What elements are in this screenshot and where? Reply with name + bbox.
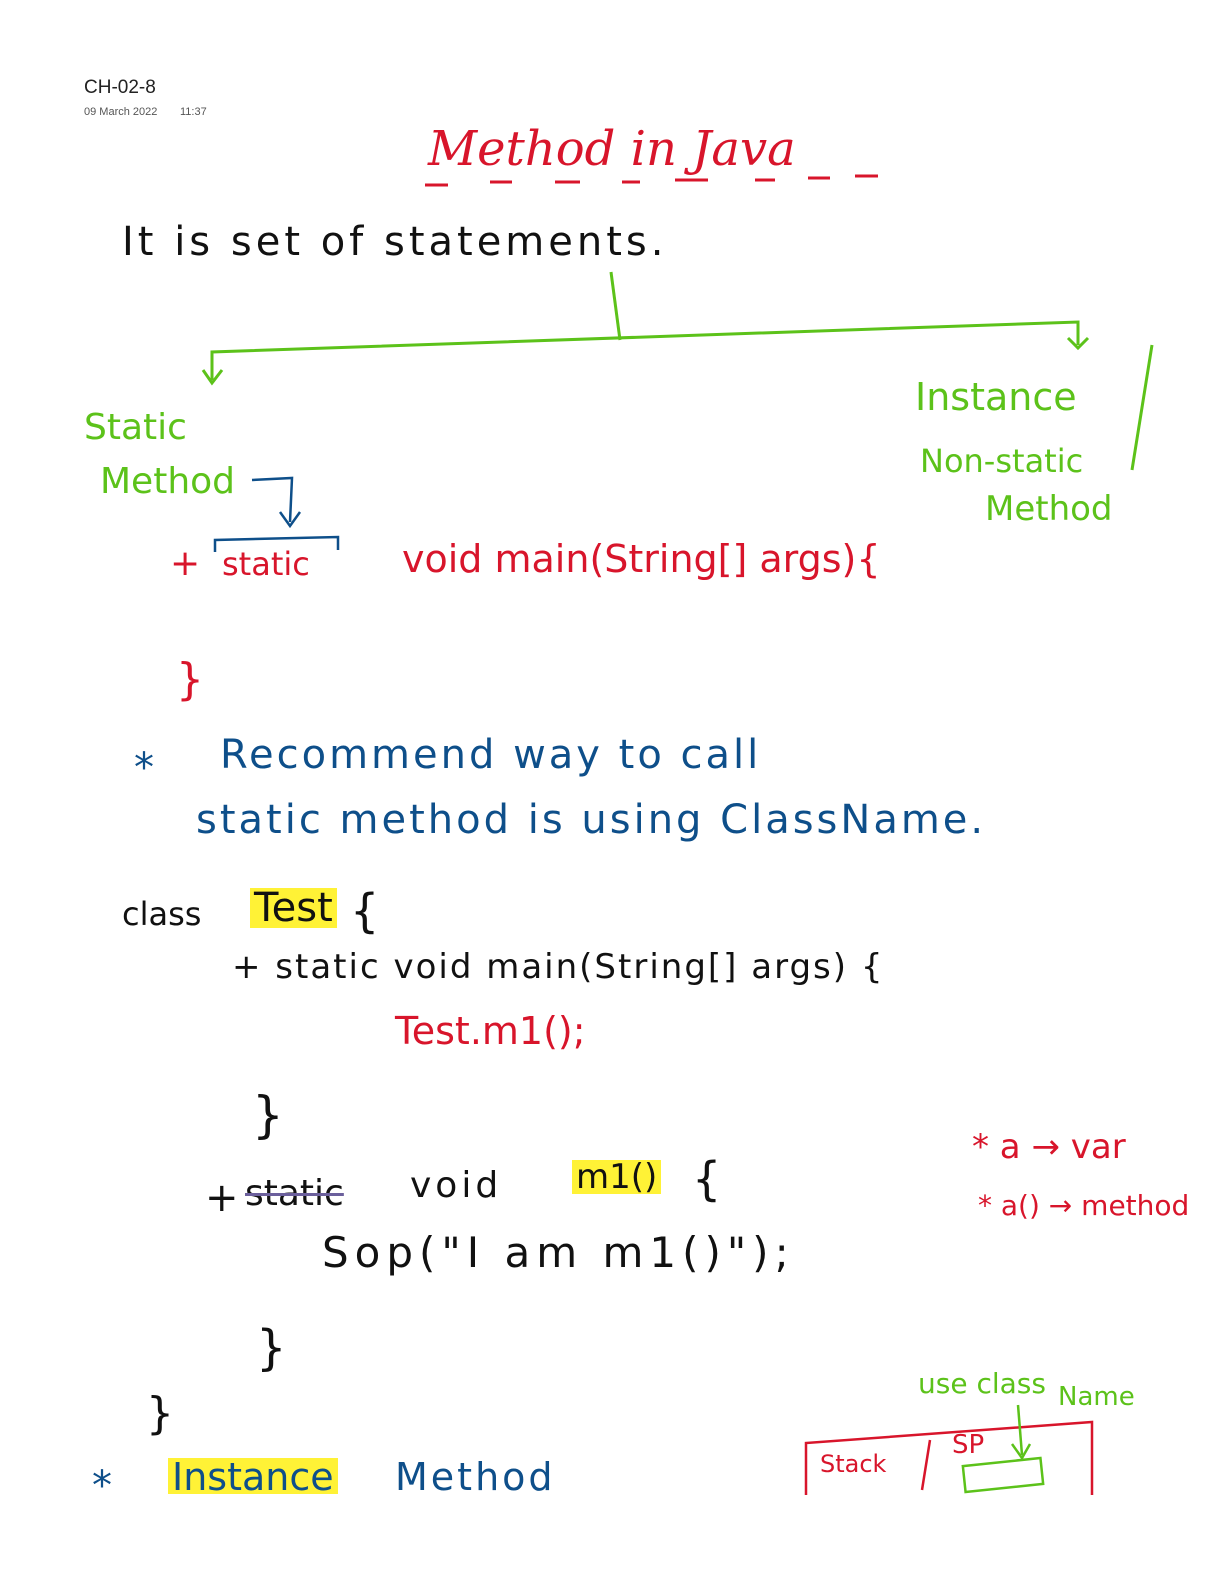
main-close-brace: } [176, 654, 204, 705]
tree-connector [201, 271, 1154, 471]
definition-text: It is set of statements. [122, 219, 668, 265]
class-open-brace: { [350, 884, 380, 938]
recommend-star: * [134, 745, 154, 791]
static-label-line2: Method [100, 461, 236, 502]
sp-pointer [961, 1404, 1045, 1494]
note-a-method: * a() → method [978, 1189, 1190, 1222]
note-a-var: * a → var [972, 1127, 1126, 1167]
m1-close-brace: } [256, 1320, 287, 1376]
main2-signature: + static void main(String[] args) { [232, 947, 885, 987]
main-plus: + [170, 543, 201, 584]
m1-plus: + [205, 1175, 239, 1221]
instance-method-word: Method [395, 1458, 556, 1496]
use-class-name-line1: use class [918, 1367, 1046, 1400]
class-close-brace: } [146, 1388, 174, 1439]
use-class-name-line2: Name [1058, 1382, 1135, 1412]
heading-underline [425, 174, 878, 187]
main-static-keyword: static [222, 545, 310, 583]
instance-label-line1: Instance [915, 375, 1077, 419]
memory-box [804, 1420, 1094, 1495]
box-stack-label: Stack [820, 1450, 887, 1478]
static-call: Test.m1(); [395, 1009, 586, 1053]
m1-open-brace: { [692, 1152, 722, 1206]
box-sp-label: SP [952, 1430, 985, 1460]
class-keyword: class [122, 895, 202, 933]
static-bracket [213, 476, 340, 552]
class-name-highlight: Test [250, 888, 337, 928]
instance-label-line3: Method [985, 489, 1113, 529]
sop-statement: Sop("I am m1()"); [322, 1228, 795, 1277]
m1-name-highlight: m1() [572, 1160, 662, 1194]
instance-label-line2: Non-static [920, 442, 1084, 480]
m1-void: void [410, 1165, 503, 1206]
main2-close-brace: } [252, 1086, 284, 1144]
page-time: 11:37 [180, 106, 207, 118]
page-title: CH-02-8 [84, 77, 156, 98]
main-signature: void main(String[] args){ [402, 537, 881, 581]
instance-star: * [92, 1463, 112, 1509]
recommend-line2: static method is using ClassName. [196, 797, 987, 843]
static-label-line1: Static [84, 407, 187, 448]
page-date: 09 March 2022 [84, 106, 158, 118]
instance-word-highlight: Instance [168, 1458, 338, 1494]
heading: Method in Java [428, 121, 796, 177]
m1-static-struck: static [245, 1173, 344, 1214]
recommend-line1: Recommend way to call [220, 732, 762, 778]
